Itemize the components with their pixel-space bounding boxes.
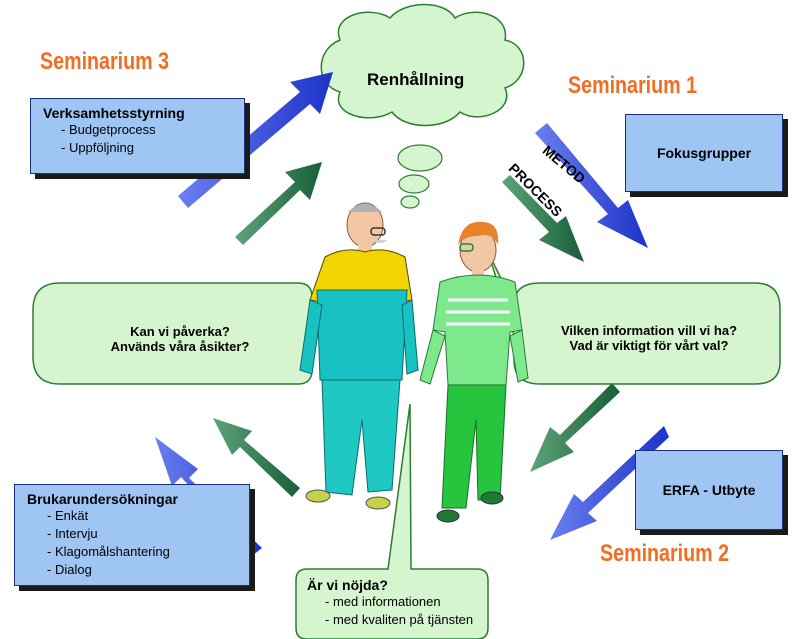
bubble-bottom-text: Är vi nöjda? - med informationen - med k…: [307, 577, 487, 629]
list-item: - Dialog: [47, 562, 92, 577]
bubble-left-shape: [32, 282, 343, 385]
fokusgrupper-box: Fokusgrupper: [625, 114, 783, 192]
seminar-2-label: Seminarium 2: [600, 540, 730, 567]
bubble-bottom-title: Är vi nöjda?: [307, 577, 388, 593]
erfa-box: ERFA - Utbyte: [635, 450, 783, 530]
bubble-left-line-1: Kan vi påverka?: [130, 324, 230, 339]
list-item: - Intervju: [47, 526, 98, 541]
bubble-right-text: Vilken information vill vi ha? Vad är vi…: [514, 323, 784, 353]
seminar-1-label: Seminarium 1: [568, 72, 698, 99]
fokusgrupper-title: Fokusgrupper: [656, 145, 752, 161]
bubble-left-line-2: Används våra åsikter?: [110, 339, 250, 354]
list-item: - Uppföljning: [61, 140, 134, 155]
bubble-right-shape: [487, 251, 781, 385]
woman-figure: [419, 221, 529, 523]
arrow-blue-top-left: [178, 72, 333, 208]
thought-cloud: [320, 3, 525, 209]
man-figure: [299, 202, 419, 510]
brukarundersokningar-title: Brukarundersökningar: [27, 491, 178, 507]
erfa-title: ERFA - Utbyte: [662, 482, 756, 498]
list-item: - Enkät: [47, 508, 89, 523]
bubble-right-line-2: Vad är viktigt för vårt val?: [569, 338, 729, 353]
arrow-green-bottom-right: [530, 383, 620, 472]
arrow-green-top-left: [235, 162, 322, 245]
arrow-green-bottom-left: [213, 418, 300, 497]
arrow-blue-top-right: [535, 123, 648, 248]
list-item: - Budgetprocess: [61, 122, 156, 137]
verksamhetsstyrning-box: Verksamhetsstyrning - Budgetprocess - Up…: [30, 98, 245, 174]
bubble-left-text: Kan vi påverka? Används våra åsikter?: [60, 324, 300, 354]
brukarundersokningar-box: Brukarundersökningar - Enkät - Intervju …: [14, 484, 250, 586]
list-item: - med informationen: [325, 594, 441, 609]
arrow-green-top-right: [502, 175, 584, 262]
seminar-3-label: Seminarium 3: [40, 48, 170, 75]
bubble-right-line-1: Vilken information vill vi ha?: [560, 323, 738, 338]
list-item: - med kvaliten på tjänsten: [325, 612, 474, 627]
list-item: - Klagomålshantering: [47, 544, 170, 559]
cloud-label: Renhållning: [367, 70, 465, 89]
verksamhetsstyrning-title: Verksamhetsstyrning: [43, 105, 185, 121]
